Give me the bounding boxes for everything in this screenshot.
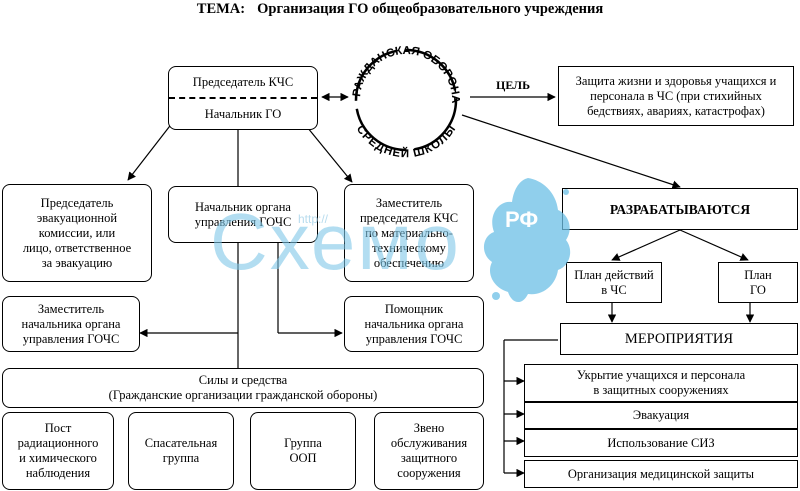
unit-oop-group: Группа ООП [250, 412, 356, 490]
gochs-head-box: Начальник органа управления ГОЧС [168, 186, 318, 243]
measure-item-evacuation: Эвакуация [524, 402, 798, 429]
developed-box: РАЗРАБАТЫВАЮТСЯ [562, 188, 798, 230]
watermark-splash [483, 178, 571, 303]
measure-item-medical: Организация медицинской защиты [524, 460, 798, 488]
evac-chair-box: Председатель эвакуационной комиссии, или… [2, 184, 152, 282]
watermark-badge: РФ [505, 207, 539, 232]
goal-label: ЦЕЛЬ [496, 78, 531, 92]
goal-box: Защита жизни и здоровья учащихся и персо… [558, 66, 794, 126]
chairman-divider [169, 97, 317, 99]
watermark-text: Схемо [210, 197, 461, 286]
diagram-title: ТЕМА: Организация ГО общеобразовательного… [0, 0, 800, 18]
plan-cs-box: План действий в ЧС [566, 262, 662, 303]
assistant-gochs-box: Помощник начальника органа управления ГО… [344, 296, 484, 352]
unit-rescue-group: Спасательная группа [128, 412, 234, 490]
chairman-kchs-label: Председатель КЧС [192, 74, 294, 89]
unit-radiation-post: Пост радиационного и химического наблюде… [2, 412, 114, 490]
watermark-url: http:// [298, 212, 329, 226]
deputy-gochs-box: Заместитель начальника органа управления… [2, 296, 140, 352]
title-text: Организация ГО общеобразовательного учре… [257, 1, 604, 17]
forces-box: Силы и средства (Гражданские организации… [2, 368, 484, 408]
unit-shelter-service: Звено обслуживания защитного сооружения [374, 412, 484, 490]
deputy-kchs-box: Заместитель председателя КЧС по материал… [344, 184, 474, 282]
plan-go-box: План ГО [718, 262, 798, 303]
title-label: ТЕМА: [196, 1, 246, 17]
civil-defense-emblem: ГРАЖДАНСКАЯ ОБОРОНА СРЕДНЕЙ ШКОЛЫ [342, 36, 461, 160]
measure-item-ppe: Использование СИЗ [524, 429, 798, 457]
measures-box: МЕРОПРИЯТИЯ [560, 323, 798, 355]
chairman-box: Председатель КЧС Начальник ГО [168, 66, 318, 130]
head-go-label: Начальник ГО [204, 106, 282, 121]
measure-item-shelter: Укрытие учащихся и персонала в защитных … [524, 364, 798, 402]
